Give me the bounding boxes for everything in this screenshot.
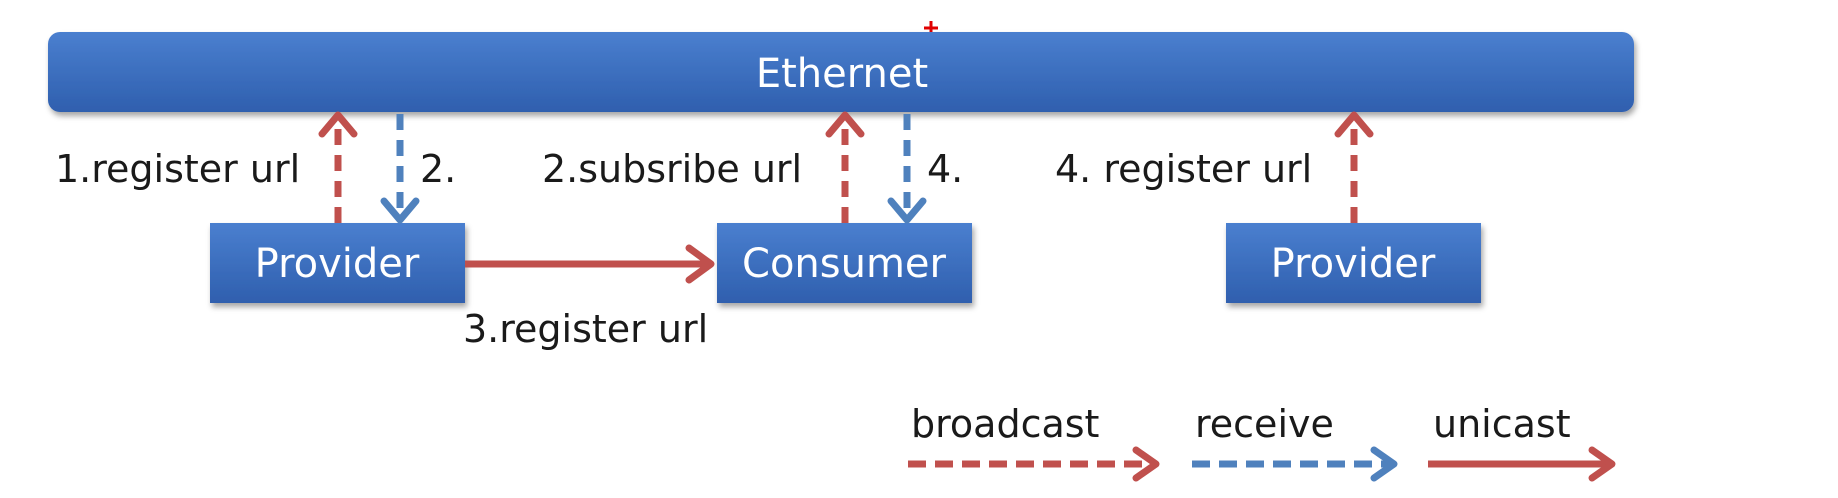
legend-item-unicast: unicast (1428, 402, 1616, 482)
provider-2-label: Provider (1271, 241, 1436, 287)
provider-1-label: Provider (255, 241, 420, 287)
legend: broadcast receive unicast (908, 402, 1616, 482)
consumer-label: Consumer (742, 241, 947, 287)
provider-node-2: Provider (1226, 223, 1481, 303)
legend-item-receive: receive (1192, 402, 1398, 482)
legend-receive-label: receive (1195, 402, 1334, 446)
label-unicast-3: 3.register url (463, 307, 708, 351)
label-receive-4: 4. (927, 147, 963, 191)
legend-item-broadcast: broadcast (908, 402, 1160, 482)
arrow-register-1 (318, 111, 358, 223)
provider-node-1: Provider (210, 223, 465, 303)
legend-broadcast-label: broadcast (911, 402, 1099, 446)
consumer-node: Consumer (717, 223, 972, 303)
label-subscribe-2: 2.subsribe url (542, 147, 802, 191)
label-register-4: 4. register url (1055, 147, 1312, 191)
label-receive-2: 2. (420, 147, 456, 191)
arrow-receive-2 (380, 114, 420, 224)
ethernet-label: Ethernet (756, 51, 928, 97)
arrow-unicast-3 (465, 244, 715, 284)
label-register-1: 1.register url (55, 147, 300, 191)
arrow-register-4 (1334, 111, 1374, 223)
arrow-receive-4 (887, 114, 927, 224)
ethernet-bus: Ethernet (48, 32, 1634, 112)
legend-unicast-label: unicast (1433, 402, 1571, 446)
arrow-subscribe-2 (825, 111, 865, 223)
